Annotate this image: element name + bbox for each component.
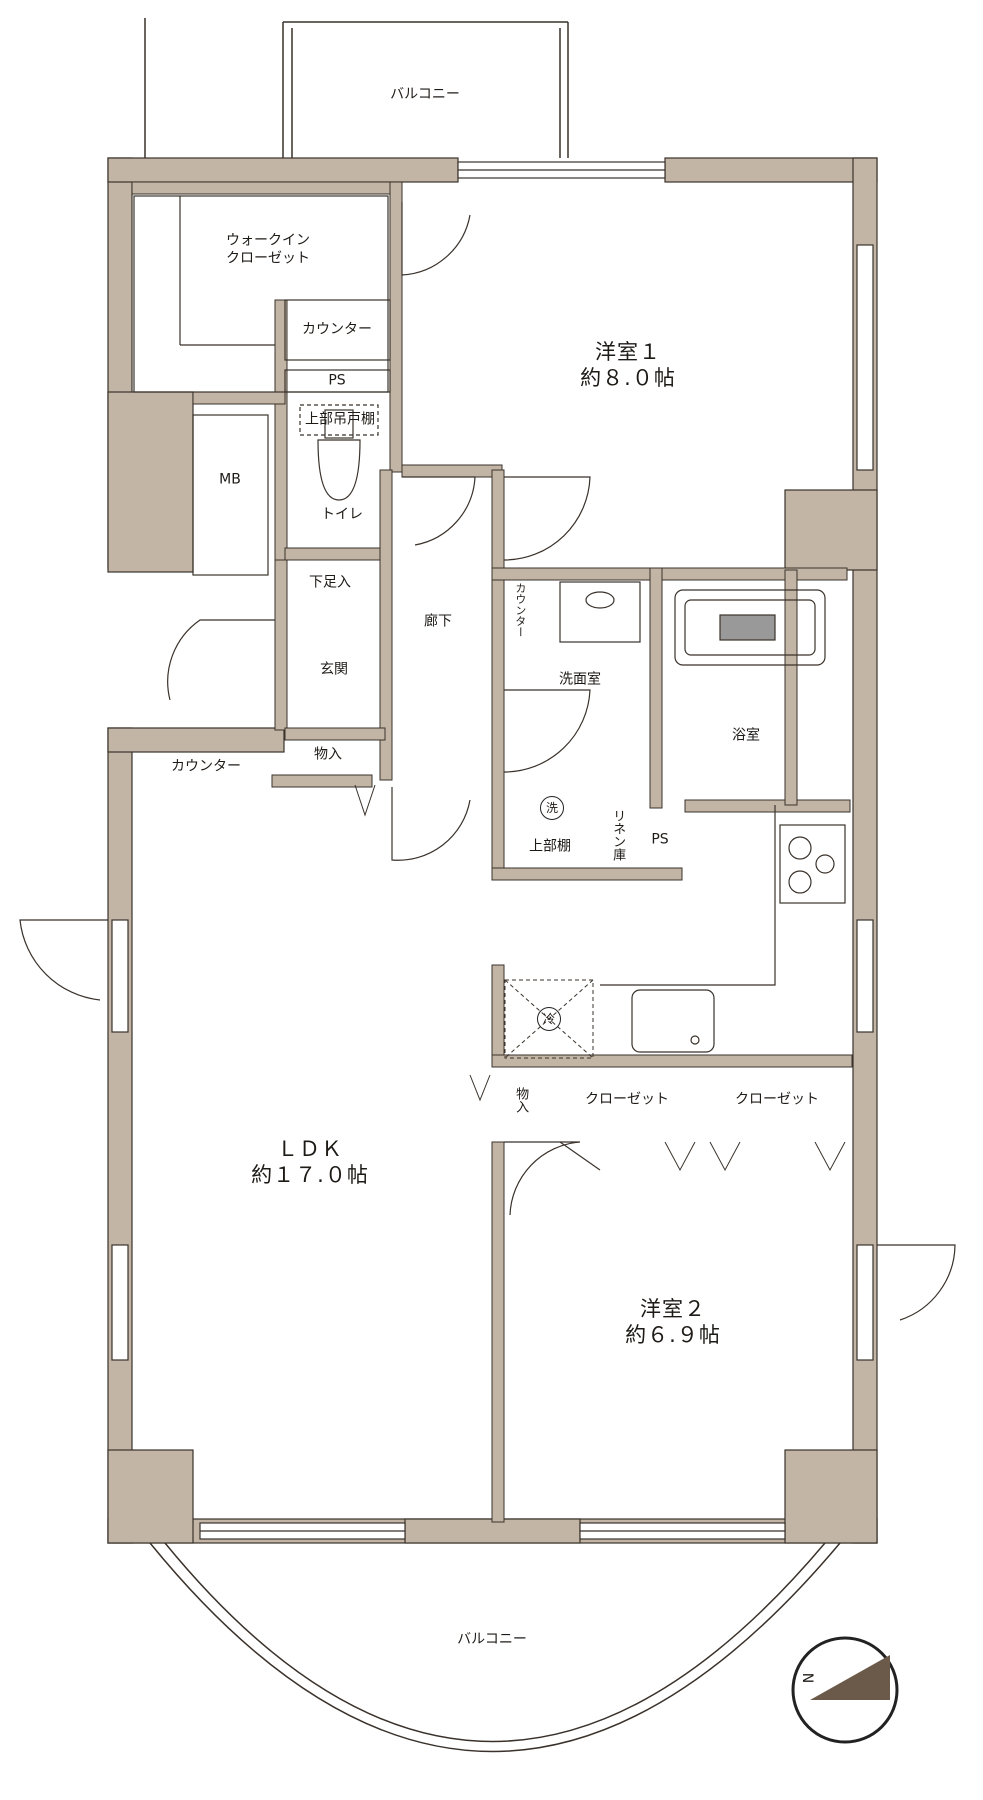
counter-wic-label: カウンター <box>302 321 372 338</box>
walk-in-closet-label-line1: ウォークイン <box>226 232 310 249</box>
balcony-top-label: バルコニー <box>390 86 460 103</box>
balcony-bottom-label: バルコニー <box>457 1631 527 1648</box>
entrance-label: 玄関 <box>320 661 348 678</box>
mb-label: MB <box>219 471 241 488</box>
kitchen <box>600 805 846 1053</box>
ldk-name: ＬＤＫ <box>277 1136 343 1161</box>
storage-entry-label: 物入 <box>314 746 342 763</box>
fridge-icon: 冷 <box>537 1007 561 1031</box>
western-room-1-area: 約８.０帖 <box>580 366 676 390</box>
windows <box>111 161 874 1540</box>
compass-north-label: N <box>801 1672 818 1684</box>
fridge-label: 冷 <box>537 1007 561 1031</box>
ldk-label: ＬＤＫ 約１７.０帖 <box>251 1136 369 1189</box>
western-room-1-name: 洋室１ <box>595 339 661 364</box>
bathroom-label: 浴室 <box>732 727 760 744</box>
balcony-top <box>144 18 569 158</box>
closet-b-label: クローゼット <box>735 1091 819 1108</box>
ldk-area: 約１７.０帖 <box>251 1163 369 1187</box>
western-room-2-area: 約６.９帖 <box>625 1323 721 1347</box>
counter-ldk-label: カウンター <box>171 758 241 775</box>
washroom-label: 洗面室 <box>559 671 601 688</box>
storage-kitchen-label: 物入 <box>513 1087 529 1113</box>
western-room-2-name: 洋室２ <box>640 1296 706 1321</box>
interior-walls <box>131 181 853 1523</box>
washer-icon: 洗 <box>540 796 564 820</box>
linen-label: リネン庫 <box>610 809 626 861</box>
bathroom-fixtures <box>559 581 826 666</box>
walk-in-closet-label: ウォークイン クローゼット <box>226 233 310 268</box>
closet-a-label: クローゼット <box>585 1091 669 1108</box>
balcony-bottom <box>149 1542 841 1753</box>
walk-in-closet-lines <box>133 195 391 576</box>
hallway-label: 廊下 <box>424 613 452 630</box>
washer-label: 洗 <box>540 796 564 820</box>
upper-shelf-label: 上部棚 <box>529 838 571 855</box>
western-room-2-label: 洋室２ 約６.９帖 <box>625 1296 721 1349</box>
walk-in-closet-label-line2: クローゼット <box>226 250 310 266</box>
upper-hanging-shelf-label: 上部吊戸棚 <box>305 411 375 428</box>
compass-icon <box>791 1636 899 1744</box>
shoe-storage-label: 下足入 <box>309 574 351 591</box>
ps-lower-label: PS <box>651 831 669 848</box>
western-room-1-label: 洋室１ 約８.０帖 <box>580 339 676 392</box>
toilet-fixture <box>299 404 379 501</box>
counter-vanity-label: カウンター <box>513 582 527 638</box>
toilet-label: トイレ <box>321 506 363 523</box>
closet-doors <box>354 784 846 1172</box>
doors <box>19 202 956 1321</box>
ps-upper-label: PS <box>328 372 346 389</box>
